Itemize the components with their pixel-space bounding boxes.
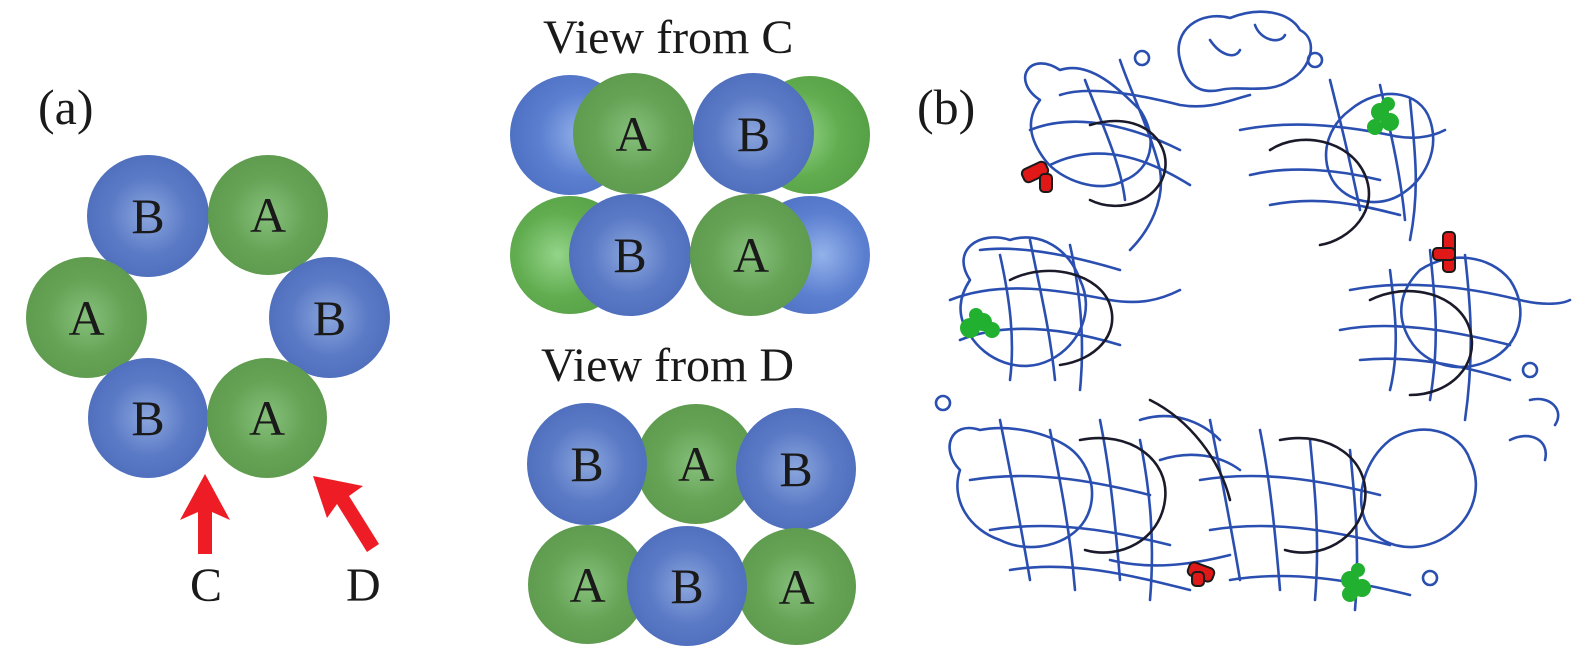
view-c-a-top: A	[573, 73, 694, 194]
panel-a-label: (a)	[38, 79, 94, 135]
subunit-a-bottom-right: A	[207, 358, 327, 478]
ligand-markers	[960, 97, 1456, 602]
view-c-b-bottom: B	[569, 194, 691, 316]
view-d-a-bottom-left: A	[528, 525, 647, 644]
view-c-a-bottom: A	[690, 194, 812, 316]
view-d-a-bottom-right: A	[737, 528, 856, 645]
view-d-b-top-left: B	[527, 403, 647, 525]
green-marker-bottom-right	[1341, 563, 1371, 602]
subunit-b-top-left: B	[87, 155, 209, 277]
subunit-a-top-right: A	[208, 155, 328, 275]
green-marker-left	[960, 308, 1000, 338]
arrow-c-icon	[180, 474, 230, 554]
subunit-a-left: A	[26, 257, 147, 378]
red-marker-upper-left	[1020, 160, 1053, 193]
arrow-d-label: D	[346, 559, 381, 612]
view-d-b-top-right: B	[736, 408, 856, 530]
panel-b-label: (b)	[917, 79, 976, 135]
arrow-d-icon	[313, 476, 379, 552]
view-from-c-title: View from C	[543, 11, 794, 64]
view-from-d-title: View from D	[541, 339, 795, 392]
subunit-b-right: B	[269, 257, 390, 378]
red-marker-bottom	[1186, 561, 1216, 587]
arrow-c-label: C	[190, 559, 223, 612]
subunit-b-bottom-left: B	[88, 358, 208, 478]
view-c-b-top: B	[693, 73, 814, 194]
protein-ribbon-structure	[934, 10, 1572, 612]
view-d-b-bottom: B	[627, 526, 747, 646]
red-marker-right	[1432, 231, 1456, 273]
green-marker-top-right	[1367, 97, 1399, 135]
